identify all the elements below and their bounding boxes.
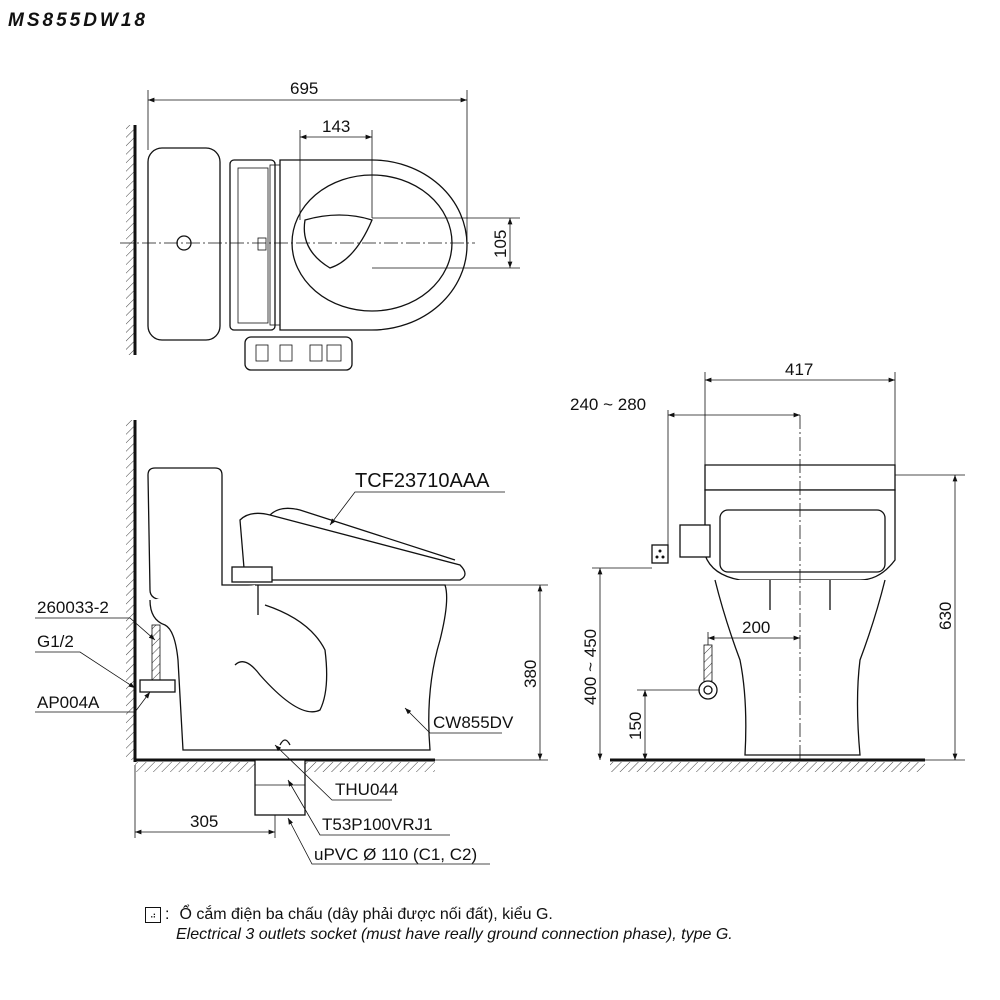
label-thread: G1/2	[37, 632, 74, 651]
dim-150: 150	[626, 712, 645, 740]
label-valve: AP004A	[37, 693, 100, 712]
bowl-side	[149, 584, 448, 751]
dim-630: 630	[936, 602, 955, 630]
dim-240-280: 240 ~ 280	[570, 395, 646, 414]
label-adapter: T53P100VRJ1	[322, 815, 433, 834]
legend-vi: Ổ cắm điện ba chấu (dây phải được nối đấ…	[179, 906, 553, 923]
dim-305: 305	[190, 812, 218, 831]
dim-400-450: 400 ~ 450	[581, 629, 600, 705]
bowl-opening	[303, 214, 373, 269]
legend: ⠴ : Ổ cắm điện ba chấu (dây phải được nố…	[145, 905, 733, 945]
dim-105: 105	[491, 230, 510, 258]
dim-695: 695	[290, 79, 318, 98]
dim-200: 200	[742, 618, 770, 637]
side-panel	[679, 524, 711, 558]
side-view: 260033-2 G1/2 AP004A TCF23710AAA CW855DV…	[35, 420, 548, 865]
label-bowl: CW855DV	[433, 713, 514, 732]
wall-hatch	[126, 125, 135, 355]
dim-417: 417	[785, 360, 813, 379]
model-title: MS855DW18	[8, 10, 148, 31]
top-view: 695 143 105	[120, 79, 520, 371]
dim-380: 380	[521, 660, 540, 688]
flex-hose	[151, 624, 161, 681]
drain-pipe	[254, 759, 306, 816]
dim-143: 143	[322, 117, 350, 136]
label-hose: 260033-2	[37, 598, 109, 617]
label-flange: THU044	[335, 780, 398, 799]
tank-side	[147, 467, 256, 601]
remote-control	[244, 336, 353, 371]
front-view: 417 240 ~ 280 630 400 ~ 450 150 200	[570, 360, 965, 772]
socket-symbol-icon: ⠴	[145, 907, 161, 923]
seat-side	[239, 512, 466, 581]
seat-lid	[279, 159, 468, 331]
stop-valve	[139, 679, 176, 693]
supply-outlet	[698, 680, 718, 700]
legend-en: Electrical 3 outlets socket (must have r…	[176, 926, 733, 943]
label-seat: TCF23710AAA	[355, 470, 490, 492]
label-pipe: uPVC Ø 110 (C1, C2)	[314, 845, 477, 864]
socket-icon	[651, 544, 669, 564]
tank-top	[147, 147, 221, 341]
seat-base	[229, 159, 276, 331]
remote-buttons	[255, 344, 342, 362]
